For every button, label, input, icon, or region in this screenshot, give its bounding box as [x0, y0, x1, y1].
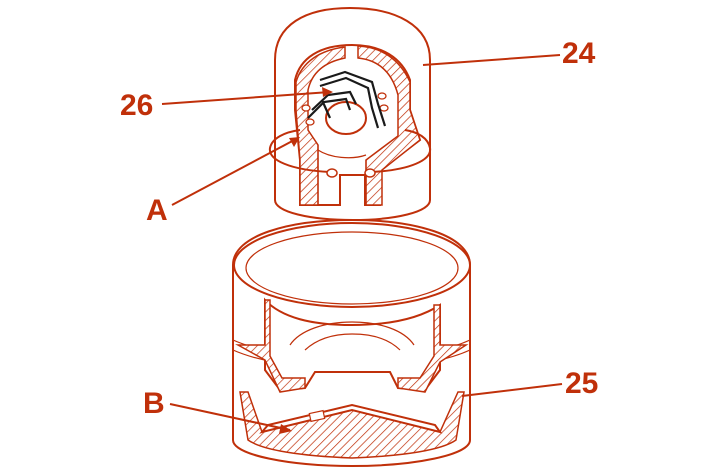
lower-base-rim-inner [245, 231, 459, 305]
lower-base-inner-ring [289, 321, 415, 351]
arrowhead-b [279, 424, 292, 434]
lower-base-slot [308, 409, 326, 423]
lower-base-wall-left [235, 299, 306, 393]
lower-base-wall-right [397, 304, 469, 393]
label-25: 25 [565, 367, 598, 400]
wiring-harness [307, 70, 387, 129]
central-bulb [325, 101, 367, 135]
callout-arrowheads [279, 87, 333, 434]
label-26: 26 [120, 89, 153, 122]
upper-cap [268, 6, 432, 222]
lower-base-cutaway [264, 297, 441, 392]
upper-cap-wall-left [295, 46, 346, 206]
upper-cap-cavity [317, 145, 367, 205]
lower-base-bottom [239, 391, 465, 459]
upper-cap-wall-right [357, 45, 421, 206]
ring-wire-end-right [364, 168, 376, 178]
terminal-holes [301, 92, 389, 126]
callout-lines [161, 54, 563, 431]
leader-24 [422, 54, 561, 66]
label-a: A [146, 194, 168, 227]
arrowhead-a [289, 137, 300, 147]
arrowhead-26 [322, 87, 333, 97]
leader-a [171, 137, 299, 206]
label-24: 24 [562, 37, 596, 70]
label-b: B [143, 387, 165, 420]
ring-wire-end-left [326, 168, 338, 178]
leader-26 [161, 91, 331, 105]
leader-25 [461, 383, 563, 397]
ring-wire [268, 129, 432, 173]
leader-b [169, 403, 291, 431]
lower-base [232, 218, 471, 468]
